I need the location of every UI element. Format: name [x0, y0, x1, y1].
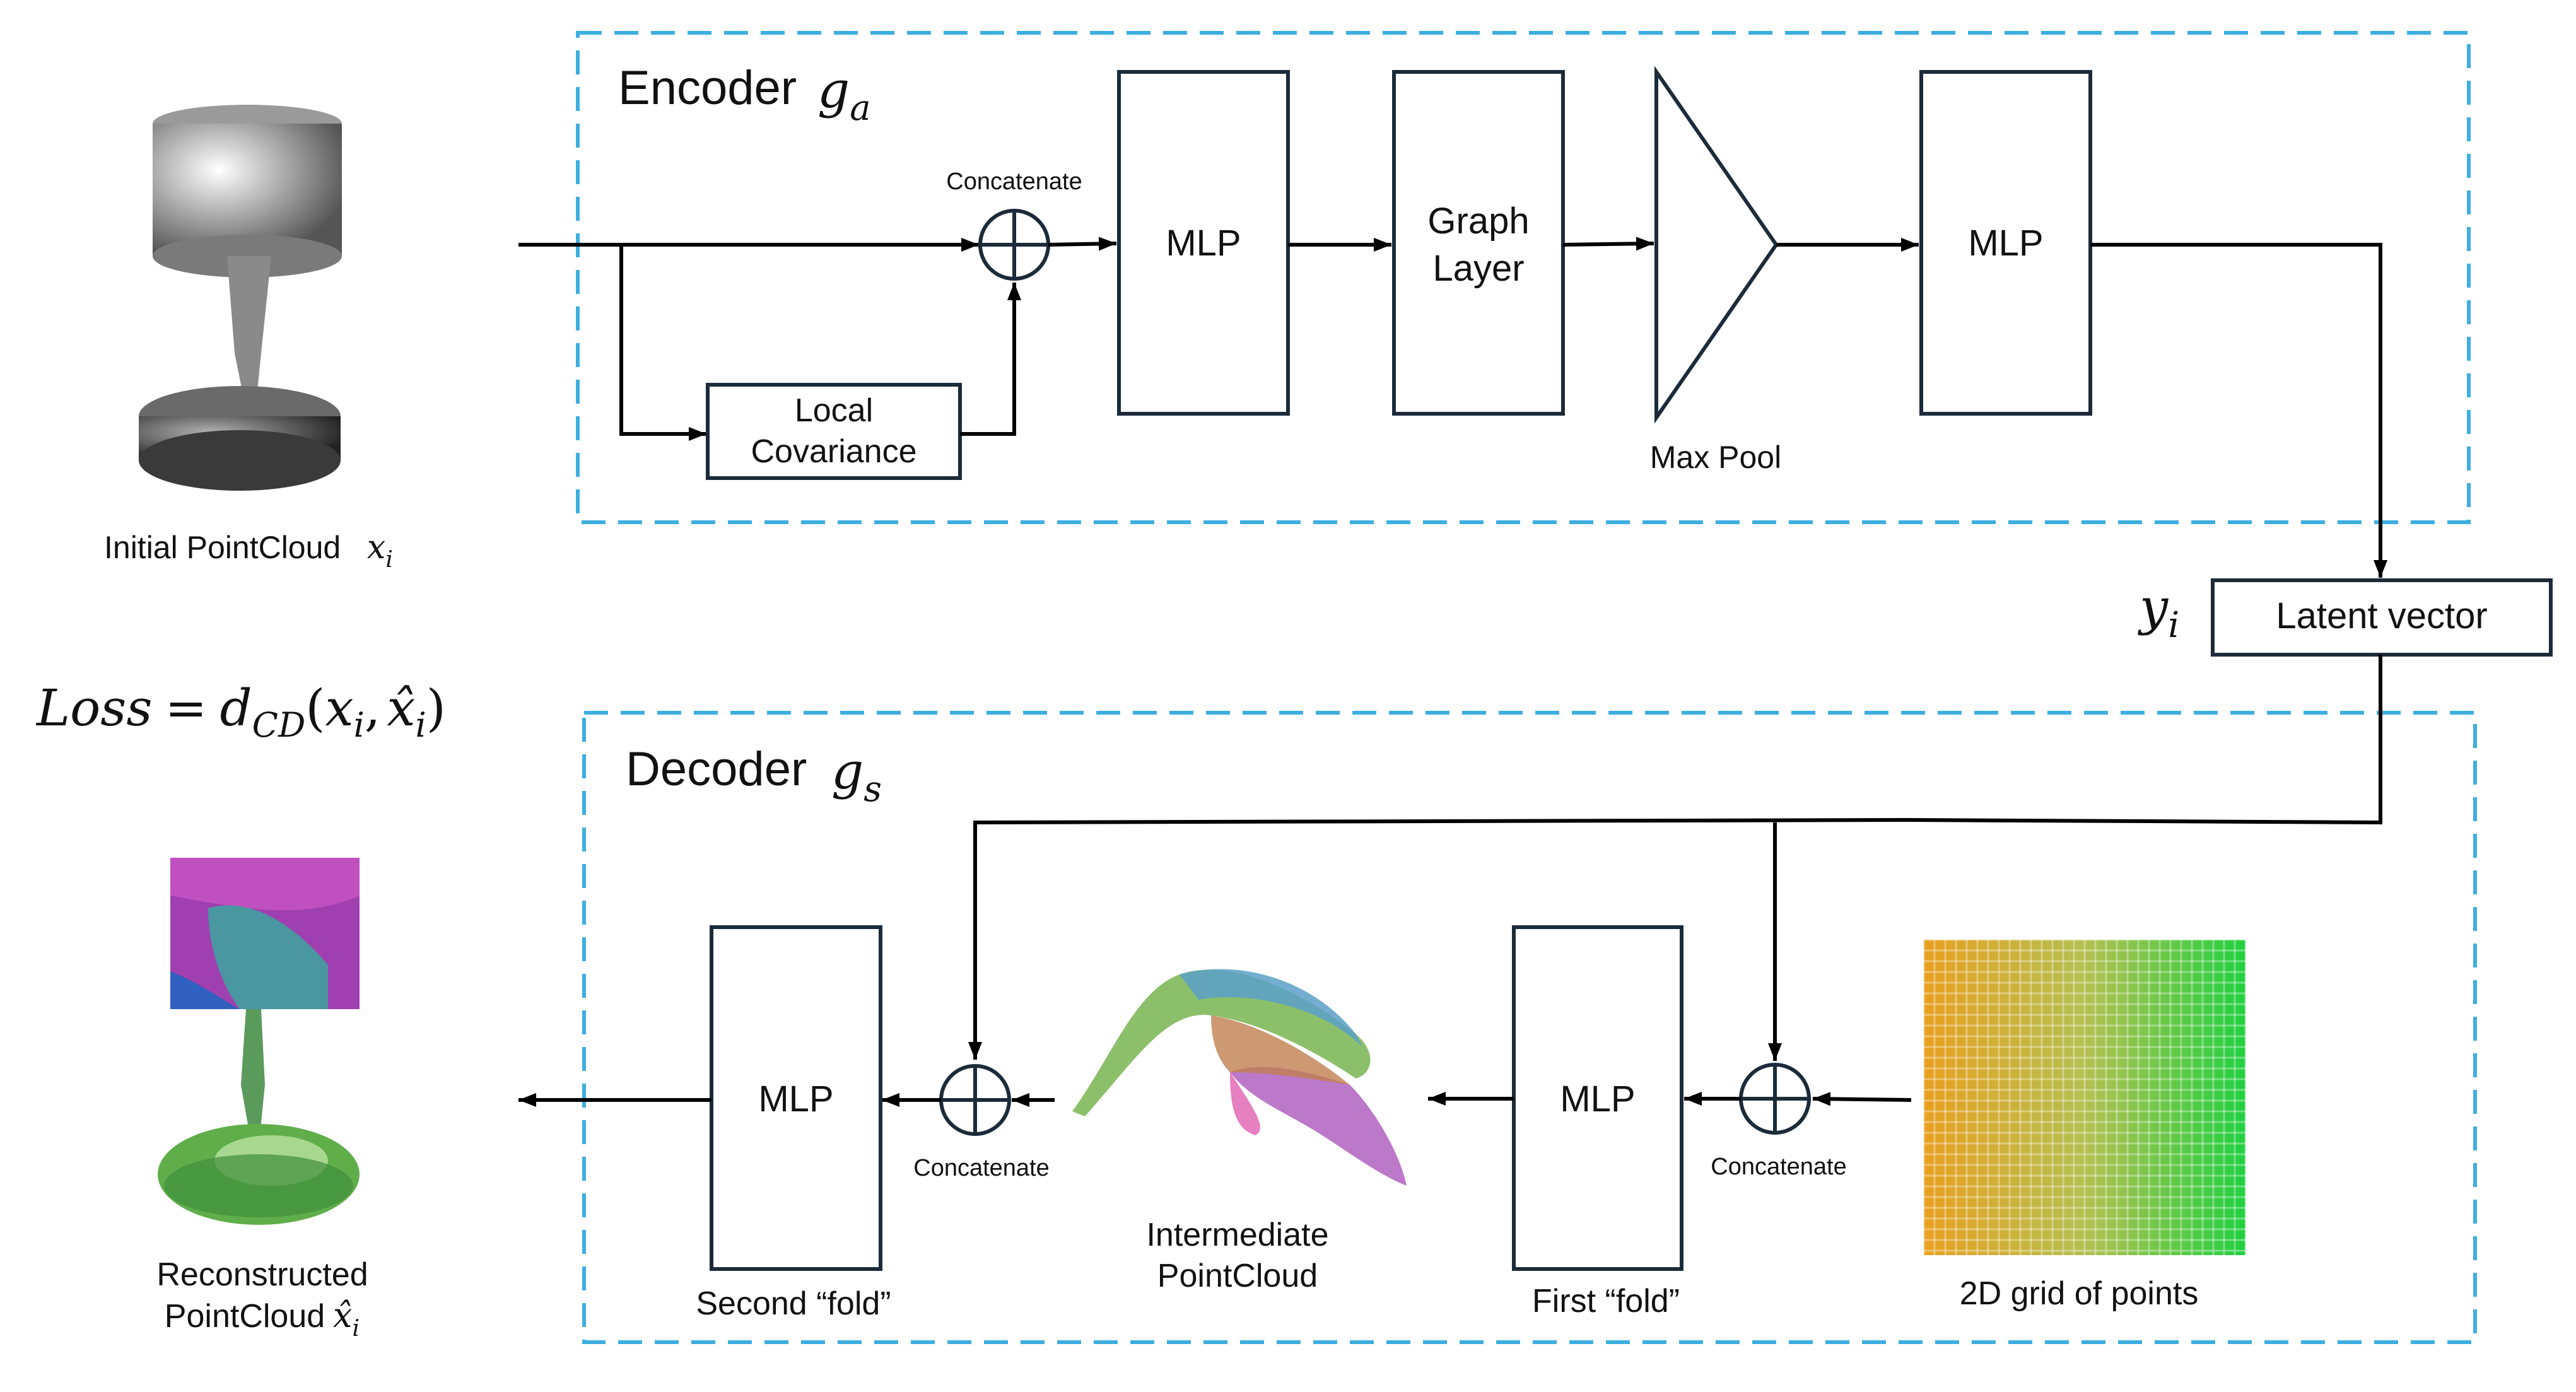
encoder-title: Encoder [618, 61, 797, 115]
max-pool-label: Max Pool [1650, 440, 1781, 475]
encoder-mlp2-box [1919, 70, 2092, 416]
encoder-concat-label: Concatenate [946, 168, 1082, 195]
local-covariance-label-1: Local [795, 392, 873, 429]
encoder-mlp1-box [1117, 70, 1290, 416]
grid-to-concat-line [1812, 1092, 1912, 1106]
reconstructed-label-1: Reconstructed [156, 1256, 368, 1293]
latent-symbol: yi [2138, 578, 2179, 646]
local-covariance-label-2: Covariance [751, 433, 916, 470]
intermediate-pointcloud-image [1072, 969, 1407, 1186]
graph-layer-label-1: Graph [1427, 201, 1529, 242]
second-fold-label: Second “fold” [696, 1285, 891, 1322]
first-fold-label: First “fold” [1532, 1283, 1680, 1319]
decoder-concat2-symbol [939, 1064, 1011, 1136]
decoder-concat1-label: Concatenate [1711, 1154, 1847, 1180]
reconstructed-label-2: PointCloud [165, 1298, 325, 1335]
decoder-mlp-first-label: MLP [1560, 1079, 1635, 1120]
initial-pointcloud-label: Initial PointCloud [104, 530, 341, 565]
latent-vector-box [2211, 578, 2553, 657]
decoder-mlp-second-label: MLP [758, 1079, 833, 1120]
decoder-symbol: gs [831, 742, 882, 810]
encoder-concat-symbol [978, 209, 1050, 281]
decoder-mlp-second-box [710, 925, 882, 1271]
encoder-dashed-frame [576, 31, 2471, 524]
intermediate-label-1: Intermediate [1146, 1217, 1328, 1253]
decoder-concat1-symbol [1739, 1063, 1811, 1135]
decoder-concat2-label: Concatenate [913, 1155, 1050, 1181]
branch-line [619, 245, 706, 441]
reconstructed-symbol: x̂i [333, 1295, 360, 1342]
graph-layer-label-2: Layer [1432, 248, 1524, 289]
grid-dot-overlay [1923, 939, 2247, 1255]
decoder-mlp-first-box [1512, 925, 1683, 1271]
local-cov-to-concat-line [960, 283, 1021, 436]
max-pool-triangle [1654, 66, 1779, 424]
intermediate-label-2: PointCloud [1157, 1258, 1318, 1294]
encoder-mlp2-label: MLP [1968, 223, 2043, 264]
latent-vector-label: Latent vector [2276, 595, 2487, 636]
mlp2-to-latent-line [2090, 243, 2387, 578]
grid-label: 2D grid of points [1960, 1275, 2199, 1312]
loss-formula: Loss=dCD(xi,x̂i) [35, 679, 446, 745]
encoder-mlp1-label: MLP [1166, 223, 1241, 264]
latent-to-decoder-line [968, 655, 2382, 1060]
local-covariance-box [706, 383, 962, 480]
decoder-title: Decoder [626, 742, 807, 796]
graph-layer-box [1392, 70, 1565, 416]
initial-pointcloud-image [139, 105, 342, 491]
grid-of-points-image [1923, 939, 2247, 1255]
decoder-dashed-frame [582, 711, 2477, 1344]
initial-pointcloud-symbol: xi [367, 529, 393, 573]
concat-to-mlp1-line [1048, 237, 1117, 251]
encoder-symbol: ga [817, 61, 871, 129]
graph-to-maxpool-line [1562, 237, 1654, 251]
reconstructed-pointcloud-image [158, 858, 360, 1225]
